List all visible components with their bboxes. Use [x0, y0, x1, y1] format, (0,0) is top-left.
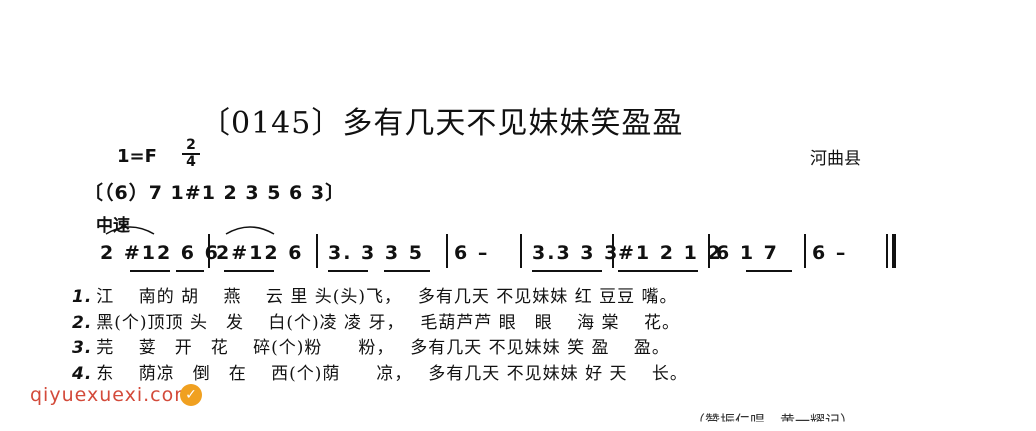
beam	[532, 270, 602, 272]
measure-7: 6 1 7	[716, 242, 779, 264]
time-bottom: 4	[186, 154, 196, 170]
barline	[804, 234, 806, 268]
tempo-marking: 中速	[96, 216, 130, 236]
lyrics-block: 1.江 南的 胡 燕 云 里 头(头)飞， 多有几天 不见妹妹 红 豆豆 嘴。 …	[72, 285, 688, 387]
measure-4: 6 –	[454, 242, 490, 264]
lyric-verse-2: 2.黑(个)顶顶 头 发 白(个)凌 凌 牙， 毛葫芦芦 眼 眼 海 棠 花。	[72, 312, 680, 333]
beam	[746, 270, 792, 272]
beam	[224, 270, 274, 272]
barline	[446, 234, 448, 268]
lyric-verse-4: 4.东 荫凉 倒 在 西(个)荫 凉， 多有几天 不见妹妹 好 天 长。	[72, 363, 688, 384]
credit-line: （赞振仁唱 黄一耀记）	[690, 412, 856, 430]
barline	[520, 234, 522, 268]
slur-marks	[105, 226, 275, 235]
measure-6: #1 2 1 2	[618, 242, 723, 264]
beam	[618, 270, 698, 272]
notation-line: 2 #12 6 6 2#12 6 3. 3 3 5 6 – 3.3 3 3 #1…	[96, 228, 916, 276]
time-divider	[182, 153, 200, 155]
region-label: 河曲县	[810, 149, 861, 169]
measure-8: 6 –	[812, 242, 848, 264]
lyric-verse-3: 3.芫 荽 开 花 碎(个)粉 粉， 多有几天 不见妹妹 笑 盈 盈。	[72, 338, 670, 358]
barline	[708, 234, 710, 268]
final-barline-thick	[892, 234, 896, 268]
beam	[328, 270, 368, 272]
barline	[316, 234, 318, 268]
final-barline-thin	[886, 234, 888, 268]
beam	[384, 270, 430, 272]
measure-3: 3. 3 3 5	[328, 242, 424, 264]
song-title: 〔0145〕多有几天不见妹妹笑盈盈	[200, 106, 684, 141]
measure-1: 2 #12 6 6	[100, 242, 220, 264]
beam	[176, 270, 204, 272]
watermark-text: qiyuexuexi.com	[30, 384, 194, 406]
barline	[208, 234, 210, 268]
barline	[612, 234, 614, 268]
measure-5: 3.3 3 3	[532, 242, 620, 264]
time-signature: 2 4	[182, 138, 200, 170]
measure-2: 2#12 6	[216, 242, 304, 264]
time-top: 2	[186, 137, 196, 153]
beam	[130, 270, 170, 272]
intro-phrase: 〔（6）7 1#1 2 3 5 6 3〕	[84, 182, 346, 204]
lyric-verse-1: 1.江 南的 胡 燕 云 里 头(头)飞， 多有几天 不见妹妹 红 豆豆 嘴。	[72, 287, 678, 307]
key-signature: 1=F	[117, 146, 157, 167]
checkmark-icon: ✓	[180, 384, 202, 406]
